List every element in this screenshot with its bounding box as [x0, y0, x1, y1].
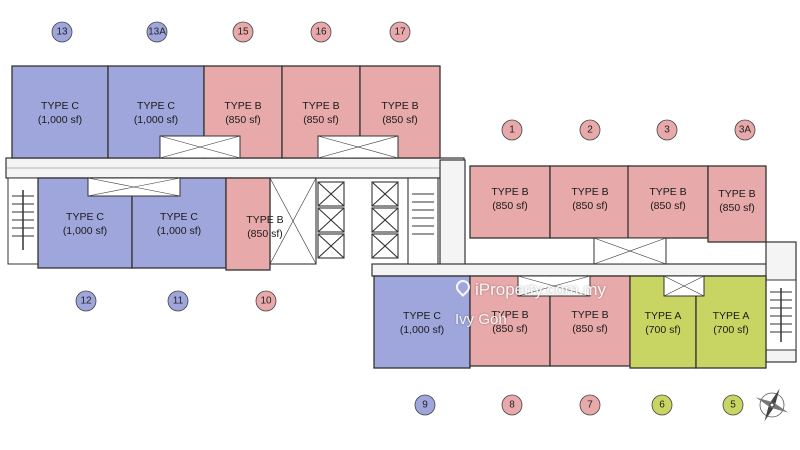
- unit-size-label: (850 sf): [382, 114, 418, 126]
- unit-type-label: TYPE B: [491, 309, 528, 321]
- unit-size-label: (850 sf): [225, 114, 261, 126]
- unit-type-label: TYPE B: [571, 186, 608, 198]
- unit-size-label: (1,000 sf): [157, 225, 201, 237]
- unit-type-label: TYPE B: [224, 100, 261, 112]
- unit-number: 6: [659, 400, 665, 411]
- unit-type-label: TYPE B: [571, 309, 608, 321]
- unit-type-label: TYPE B: [718, 188, 755, 200]
- unit-number: 3: [664, 125, 670, 136]
- unit-13: TYPE C (1,000 sf): [11, 65, 109, 159]
- unit-size-label: (700 sf): [645, 324, 681, 336]
- unit-9: TYPE C (1,000 sf): [373, 275, 471, 369]
- units-layer: TYPE C (1,000 sf) TYPE C (1,000 sf) TYPE B (8…: [11, 65, 767, 369]
- unit-number-badge: 12: [75, 290, 97, 312]
- unit-number-badge: 13: [51, 21, 73, 43]
- unit-type-label: TYPE C: [137, 100, 175, 112]
- unit-number-badge: 1: [501, 119, 523, 141]
- unit-number: 2: [587, 125, 593, 136]
- unit-number-badge: 2: [579, 119, 601, 141]
- unit-number-badge: 3: [656, 119, 678, 141]
- unit-area: [225, 177, 271, 271]
- unit-number-badge: 9: [414, 394, 436, 416]
- unit-type-label: TYPE B: [491, 186, 528, 198]
- unit-size-label: (850 sf): [572, 200, 608, 212]
- unit-number-badge: 16: [310, 21, 332, 43]
- watermark-site: iProperty.com.my: [453, 277, 606, 300]
- unit-number-badge: 6: [651, 394, 673, 416]
- unit-area: [695, 275, 767, 369]
- unit-number: 17: [394, 27, 406, 38]
- unit-type-label: TYPE B: [381, 100, 418, 112]
- unit-number: 12: [80, 296, 92, 307]
- unit-type-label: TYPE B: [649, 186, 686, 198]
- watermark-agent: Ivy Goh: [455, 311, 507, 328]
- unit-number: 1: [509, 125, 515, 136]
- unit-number-badge: 3A: [734, 119, 756, 141]
- unit-area: [627, 165, 709, 239]
- unit-1: TYPE B (850 sf): [469, 165, 551, 239]
- unit-number: 10: [260, 296, 272, 307]
- unit-10: TYPE B (850 sf): [225, 177, 284, 271]
- unit-number: 13: [56, 27, 68, 38]
- unit-number-badge: 15: [232, 21, 254, 43]
- unit-area: [469, 165, 551, 239]
- unit-size-label: (1,000 sf): [400, 324, 444, 336]
- unit-type-label: TYPE C: [403, 310, 441, 322]
- unit-number: 9: [422, 400, 428, 411]
- unit-size-label: (850 sf): [247, 228, 283, 240]
- unit-number: 16: [315, 27, 327, 38]
- unit-area: [707, 165, 767, 243]
- unit-area: [373, 275, 471, 369]
- lift-core: [269, 177, 439, 265]
- unit-type-label: TYPE B: [302, 100, 339, 112]
- unit-size-label: (850 sf): [719, 202, 755, 214]
- unit-number: 5: [730, 400, 736, 411]
- unit-size-label: (1,000 sf): [38, 114, 82, 126]
- unit-size-label: (850 sf): [650, 200, 686, 212]
- unit-type-label: TYPE C: [41, 100, 79, 112]
- unit-number-badge: 13A: [146, 21, 168, 43]
- location-pin-icon: [453, 277, 473, 297]
- unit-number-badge: 7: [579, 394, 601, 416]
- unit-size-label: (850 sf): [572, 323, 608, 335]
- unit-area: [11, 65, 109, 159]
- unit-size-label: (850 sf): [492, 323, 528, 335]
- unit-size-label: (1,000 sf): [134, 114, 178, 126]
- unit-3: TYPE B (850 sf): [627, 165, 709, 239]
- unit-type-label: TYPE C: [66, 211, 104, 223]
- unit-number: 13A: [148, 27, 166, 38]
- unit-number: 7: [587, 400, 593, 411]
- unit-number-badge: 10: [255, 290, 277, 312]
- unit-number: 11: [173, 296, 184, 307]
- unit-type-label: TYPE B: [246, 214, 283, 226]
- unit-number-badge: 11: [167, 290, 189, 312]
- unit-number-badge: 5: [722, 394, 744, 416]
- unit-type-label: TYPE C: [160, 211, 198, 223]
- light-wells: [87, 135, 705, 297]
- unit-number-badge: 17: [389, 21, 411, 43]
- stair-core-right: [765, 279, 797, 351]
- compass-icon: [755, 388, 789, 422]
- stair-core-left: [7, 177, 39, 265]
- unit-2: TYPE B (850 sf): [549, 165, 631, 239]
- unit-area: [549, 165, 631, 239]
- unit-size-label: (1,000 sf): [63, 225, 107, 237]
- unit-type-label: TYPE A: [713, 310, 750, 322]
- unit-type-label: TYPE A: [645, 310, 682, 322]
- unit-size-label: (850 sf): [492, 200, 528, 212]
- unit-number-badge: 8: [501, 394, 523, 416]
- unit-number: 8: [509, 400, 515, 411]
- unit-size-label: (850 sf): [303, 114, 339, 126]
- unit-3a: TYPE B (850 sf): [707, 165, 767, 243]
- unit-number: 3A: [739, 125, 752, 136]
- unit-size-label: (700 sf): [713, 324, 749, 336]
- unit-number: 15: [237, 27, 249, 38]
- unit-5: TYPE A (700 sf): [695, 275, 767, 369]
